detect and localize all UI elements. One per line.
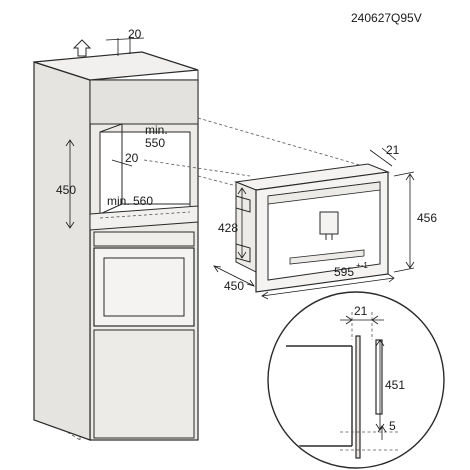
label-appliance-width-595: 595	[334, 265, 354, 279]
label-appliance-width-tol: +-1	[356, 261, 368, 270]
dim-450-arrow-top	[65, 139, 75, 147]
coffee-machine: 21 456 428 450 595 +-1	[213, 143, 437, 300]
niche-inner-left	[99, 123, 123, 215]
cabinet-side	[33, 61, 91, 441]
dim-top-gap-line	[105, 37, 145, 41]
diagram-code: 240627Q95V	[351, 11, 422, 25]
up-arrow-icon	[72, 39, 92, 57]
appliance-drip-tray	[289, 249, 365, 265]
label-min-550-line2: 550	[145, 136, 165, 150]
shelf-dash	[99, 211, 191, 219]
oven-handle-bar	[93, 231, 195, 247]
label-detail-451: 451	[385, 378, 405, 392]
label-min-560: min. 560	[107, 194, 153, 208]
cabinet-upper-box	[89, 79, 199, 125]
detail-appliance-face	[375, 339, 383, 415]
label-min-550-line1: min.	[145, 123, 168, 137]
label-appliance-depth-21: 21	[386, 143, 400, 157]
detail-view: 21 451 5	[267, 291, 445, 469]
appliance-spout	[319, 211, 339, 235]
appliance-bracket-top	[235, 195, 251, 213]
label-appliance-body-428: 428	[218, 221, 238, 235]
detail-panel	[290, 340, 352, 456]
label-detail-5: 5	[389, 419, 396, 433]
projection-lines	[143, 117, 371, 193]
cabinet-niche-shelf	[89, 205, 199, 231]
detail-appliance-edge	[355, 335, 361, 459]
appliance-bracket-bottom	[235, 243, 251, 263]
cabinet: 20 min. 550 20 450 min. 560	[33, 27, 199, 441]
label-cabinet-top-gap: 20	[128, 27, 142, 41]
label-gap-20-inner: 20	[125, 151, 139, 165]
label-height-450: 450	[56, 183, 76, 197]
label-appliance-depth-450: 450	[224, 279, 244, 293]
lower-cabinet	[93, 329, 195, 439]
label-appliance-height-456: 456	[417, 211, 437, 225]
label-detail-21: 21	[354, 304, 368, 318]
appliance-control-strip	[267, 181, 381, 205]
oven-door	[93, 247, 195, 327]
oven-window	[103, 257, 185, 317]
dim-inner-20	[111, 159, 133, 167]
dim-450-arrow-bottom	[65, 221, 75, 229]
